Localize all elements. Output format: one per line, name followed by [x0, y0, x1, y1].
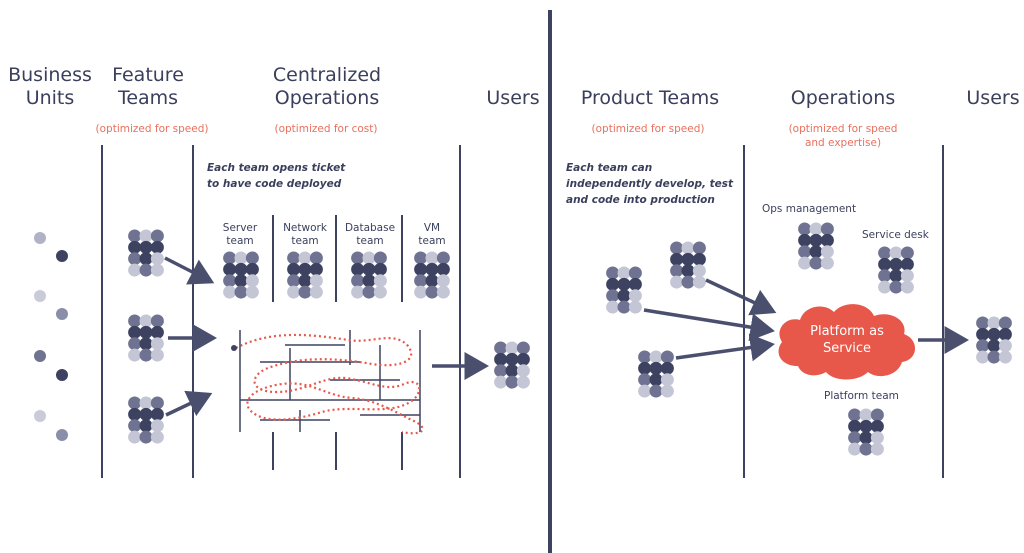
server-team-cluster	[223, 251, 259, 299]
platform-as-service-label: Platform as Service	[810, 324, 884, 356]
product-team-cluster	[638, 350, 674, 398]
product-team-cluster	[670, 241, 706, 289]
network-team-cluster	[287, 251, 323, 299]
tangled-path	[235, 333, 424, 435]
deployment-maze	[239, 330, 421, 432]
right-annotation: Each team can independently develop, tes…	[566, 162, 734, 206]
maze-start-dot	[231, 345, 237, 351]
header-users-right: Users	[966, 87, 1020, 109]
left-column-lines	[101, 145, 461, 478]
arrow-to-ops	[165, 390, 213, 417]
arrow-to-platform	[705, 278, 777, 316]
network-team-label: Network team	[283, 222, 327, 247]
vm-team-label: VM team	[418, 222, 446, 247]
service-desk-label: Service desk	[862, 229, 929, 241]
header-feature-teams: Feature Teams	[112, 64, 184, 109]
left-annotation: Each team opens ticket to have code depl…	[207, 162, 346, 190]
product-team-cluster	[606, 266, 642, 314]
database-team-label: Database team	[344, 222, 396, 247]
header-product-teams: Product Teams	[580, 87, 720, 109]
arrow-to-server-team	[164, 256, 215, 285]
users-cluster-left	[494, 341, 530, 389]
feature-team-cluster	[128, 229, 164, 277]
platform-team-cluster	[848, 408, 884, 456]
operations-note: (optimized for speed and expertise)	[788, 123, 898, 149]
users-cluster-right	[976, 316, 1012, 364]
business-unit-dots	[34, 232, 68, 441]
feature-team-cluster	[128, 396, 164, 444]
server-team-label: Server team	[222, 222, 258, 247]
header-centralized-operations: Centralized Operations	[272, 64, 382, 109]
feature-teams-note: (optimized for speed)	[95, 123, 209, 135]
ops-management-label: Ops management	[762, 203, 857, 215]
platform-team-label: Platform team	[824, 390, 899, 402]
right-column-lines	[743, 145, 944, 478]
database-team-cluster	[351, 251, 387, 299]
platform-cloud-icon	[778, 304, 916, 380]
product-teams-note: (optimized for speed)	[591, 123, 705, 135]
arrow-to-platform	[643, 308, 775, 342]
central-ops-note: (optimized for cost)	[274, 123, 378, 135]
vm-team-cluster	[414, 251, 450, 299]
service-desk-cluster	[878, 246, 914, 294]
ops-management-cluster	[798, 222, 834, 270]
header-business-units: Business Units	[8, 64, 92, 109]
arrow-to-platform	[675, 333, 775, 362]
feature-team-cluster	[128, 314, 164, 362]
header-operations: Operations	[790, 87, 896, 109]
header-users-left: Users	[486, 87, 540, 109]
